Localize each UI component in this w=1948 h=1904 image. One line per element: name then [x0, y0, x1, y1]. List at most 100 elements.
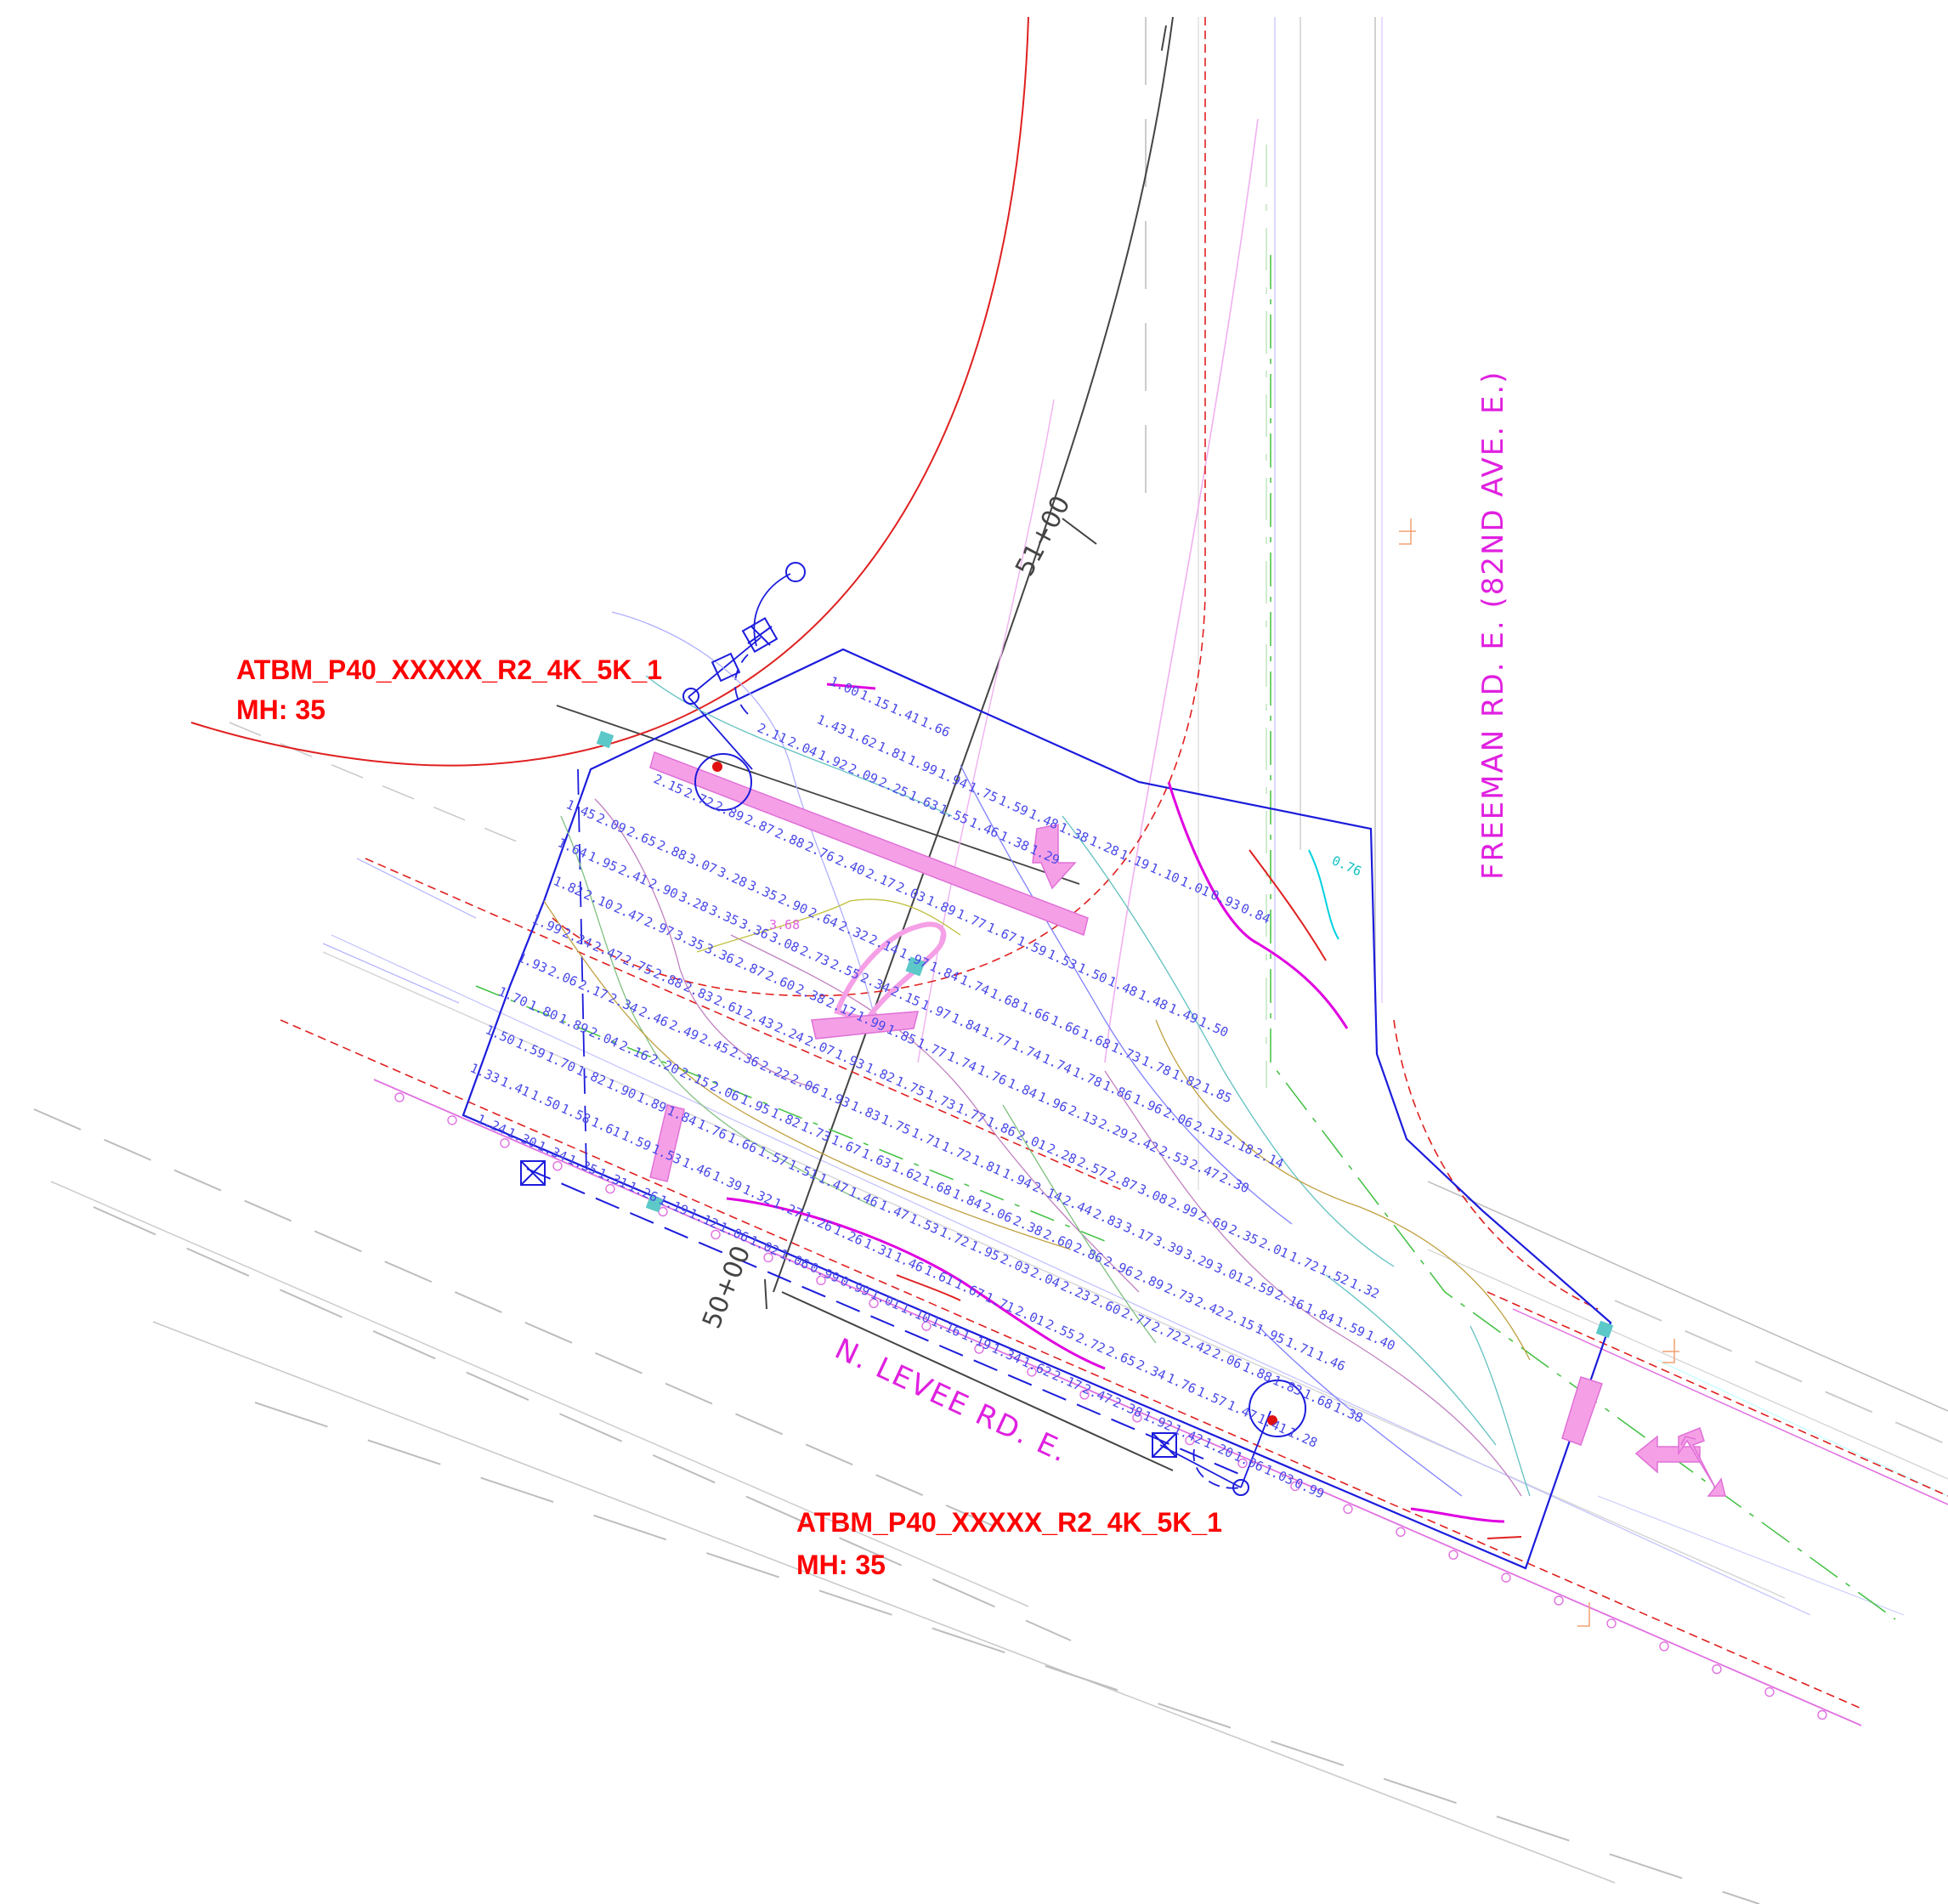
spot-elevation: 1.75 [893, 1074, 927, 1100]
spot-elevation: 2.13 [1066, 1102, 1100, 1129]
contour-lines [543, 611, 1531, 1497]
spot-elevation: 1.61 [589, 1114, 623, 1141]
curb-mark [1237, 1458, 1248, 1469]
spot-elevation: 1.41 [888, 700, 922, 727]
spot-elevation: 1.12 [687, 1205, 721, 1232]
spot-elevation: 2.24 [560, 925, 594, 951]
spot-elevation: 2.87 [733, 954, 767, 980]
spot-elevation: 3.36 [702, 941, 736, 967]
spot-elevation: 1.96 [1035, 1089, 1069, 1115]
spot-elevation: 1.72 [937, 1224, 971, 1250]
spot-elevation: 2.06 [546, 963, 580, 989]
spot-elevation: 2.60 [1089, 1292, 1123, 1318]
spot-elevation: 1.82 [574, 1062, 608, 1089]
spot-elevation: 1.70 [495, 983, 529, 1010]
spot-elevation: 1.75 [879, 1112, 913, 1138]
spot-elevation: 1.73 [799, 1119, 833, 1145]
spot-elevation: 3.35 [745, 877, 779, 904]
spot-elevation: 1.46 [680, 1154, 714, 1181]
curb-mark [869, 1298, 879, 1308]
spot-elevation: 0.99 [1292, 1476, 1326, 1502]
spot-elevation: 1.78 [1070, 1064, 1104, 1091]
spot-elevation: 1.95 [967, 1238, 1001, 1264]
spot-elevation: 2.28 [1045, 1141, 1079, 1167]
curb-mark [1290, 1481, 1300, 1492]
spot-elevation: 2.88 [773, 825, 807, 852]
swale-lines [726, 683, 1505, 1523]
spot-elevation: 1.77 [954, 1100, 988, 1126]
spot-elevation: 1.63 [906, 788, 940, 814]
spot-elevation: 3.28 [715, 864, 749, 891]
curb-mark [1501, 1572, 1511, 1583]
spot-elevation: 2.20 [647, 1051, 681, 1078]
spot-elevation: 1.72 [1287, 1249, 1321, 1275]
spot-elevation: 3.08 [767, 929, 801, 955]
spot-elevation: 2.01 [1014, 1127, 1048, 1153]
spot-elevation: 1.52 [1317, 1262, 1351, 1289]
spot-elevation: 1.03 [1262, 1462, 1296, 1488]
spot-elevation: 2.76 [802, 839, 836, 865]
spot-elevation: 1.62 [845, 725, 879, 751]
spot-elevation: 2.09 [846, 761, 880, 787]
spot-elevation: 2.42 [1192, 1294, 1226, 1320]
spot-elevation: 2.23 [1058, 1278, 1092, 1305]
spot-elevation: 1.34 [989, 1340, 1023, 1367]
spot-elevation: 1.48 [1135, 987, 1169, 1013]
spot-elevation: 2.42 [1126, 1130, 1160, 1156]
spot-elevation: 2.34 [606, 990, 640, 1017]
spot-elevation: 2.41 [616, 862, 650, 888]
spot-elevation: 1.66 [1048, 1012, 1082, 1039]
spot-elevation: 1.71 [982, 1289, 1016, 1316]
spot-elevation: 2.83 [681, 979, 715, 1006]
curb-mark [1606, 1618, 1617, 1629]
spot-elevation: 1.77 [979, 1023, 1013, 1050]
spot-elevation: 2.86 [1071, 1240, 1105, 1266]
spot-elevation: 1.38 [1331, 1399, 1365, 1425]
spot-elevation: 1.31 [862, 1235, 896, 1261]
spot-elevation: 2.47 [1080, 1381, 1114, 1408]
spot-elevation: 1.53 [1045, 946, 1079, 972]
spot-elevation: 1.20 [1201, 1435, 1235, 1461]
spot-elevation: 2.47 [591, 938, 625, 965]
spot-elevation: 2.17 [864, 865, 898, 892]
spot-elevation: 3.39 [1152, 1232, 1186, 1259]
structure-label-upper: ATBM_P40_XXXXX_R2_4K_5K_1 [236, 654, 662, 685]
spot-elevation: 1.68 [1079, 1026, 1113, 1052]
spot-elevation: 3.35 [706, 903, 740, 929]
curb-mark [447, 1115, 457, 1125]
spot-elevation: 3.07 [685, 851, 719, 877]
spot-elevation: 0.84 [1238, 900, 1272, 926]
spot-elevation: 1.39 [710, 1168, 744, 1194]
spot-elevation: 1.46 [892, 1249, 926, 1275]
spot-elevation: 2.09 [594, 810, 628, 836]
spot-elevation: 1.71 [1283, 1334, 1317, 1361]
curb-mark [605, 1183, 615, 1194]
catch-basin-upper [682, 562, 806, 811]
spot-elevation: 2.01 [1256, 1235, 1290, 1261]
road-label-freeman: FREEMAN RD. E. (82ND AVE. E.) [1476, 371, 1510, 880]
spot-elevation: 2.40 [833, 852, 867, 878]
curb-mark [1448, 1550, 1458, 1560]
spot-elevation: 1.66 [1018, 999, 1052, 1025]
spot-elevation: 1.89 [634, 1090, 668, 1116]
spot-elevation: 2.46 [637, 1004, 671, 1030]
spot-elevation: 1.26 [831, 1222, 865, 1249]
spot-elevation: 2.55 [828, 956, 862, 983]
spot-elevation: 1.10 [1147, 860, 1181, 887]
spot-elevation: 1.35 [565, 1152, 599, 1178]
spot-elevation: 2.29 [1096, 1116, 1130, 1142]
manhole-dot-lower [1267, 1415, 1277, 1425]
spot-elevation: 2.72 [1073, 1330, 1107, 1357]
spot-elevation: 1.61 [922, 1262, 956, 1289]
spot-elevation: 1.99 [529, 911, 563, 938]
spot-elevation: 1.83 [848, 1098, 882, 1125]
flow-arrows [649, 751, 1726, 1497]
spot-elevation: 2.83 [1090, 1206, 1124, 1232]
spot-elevation: 2.90 [776, 891, 810, 917]
spot-elevation: 2.65 [1104, 1343, 1138, 1369]
spot-elevation: 1.53 [907, 1210, 941, 1237]
spot-elevation: 1.67 [984, 920, 1018, 946]
spot-elevation: 1.84 [949, 1010, 983, 1036]
spot-elevation: 1.86 [1101, 1078, 1135, 1104]
spot-elevation: 0.99 [838, 1273, 872, 1300]
